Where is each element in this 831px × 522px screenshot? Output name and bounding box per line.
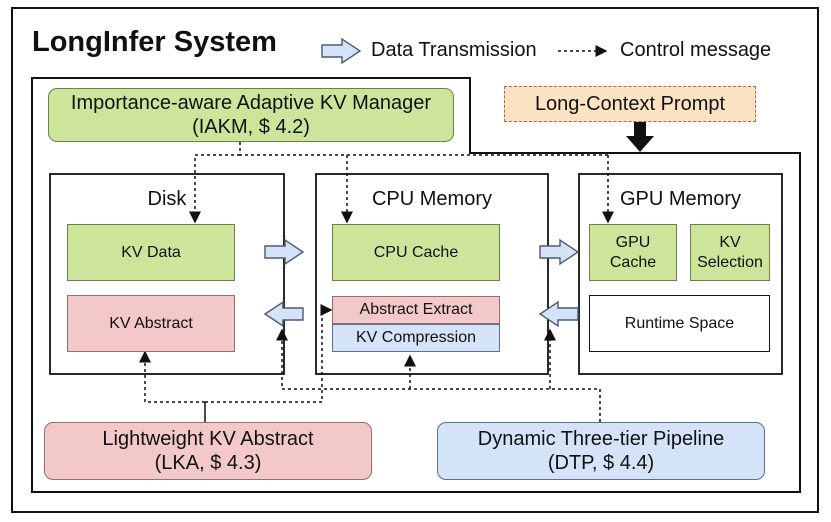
dtp-ref: (DTP, $ 4.4) (547, 452, 655, 474)
kv-selection-label-1: KV (719, 234, 741, 252)
abstract-extract-box: Abstract Extract (332, 296, 500, 324)
dtp-name: Dynamic Three-tier Pipeline (477, 428, 725, 450)
runtime-space-box: Runtime Space (589, 295, 770, 352)
disk-title: Disk (147, 188, 187, 210)
lka-name: Lightweight KV Abstract (102, 428, 314, 450)
iakm-ref: (IAKM, $ 4.2) (192, 116, 310, 138)
legend-data-arrow (321, 37, 362, 65)
gpu-to-cpu-arrow (538, 300, 579, 328)
runtime-space-label: Runtime Space (624, 314, 735, 332)
kv-abstract-box: KV Abstract (67, 295, 235, 352)
outer-frame (11, 7, 819, 513)
prompt-arrow (626, 122, 654, 152)
lka-to-abstract-extract-line (205, 304, 333, 403)
kv-selection-label-2: Selection (697, 253, 763, 271)
gpu-cache-box: GPU Cache (589, 224, 677, 281)
lka-ref: (LKA, $ 4.3) (154, 452, 262, 474)
cpu-cache-box: CPU Cache (332, 224, 500, 281)
system-title: LongInfer System (32, 26, 277, 58)
system-frame (31, 77, 801, 493)
iakm-name: Importance-aware Adaptive KV Manager (70, 92, 432, 114)
cpu-to-disk-arrow (263, 300, 304, 328)
lka-module: Lightweight KV Abstract (LKA, $ 4.3) (44, 422, 372, 480)
abstract-extract-label: Abstract Extract (359, 301, 473, 319)
dtp-module: Dynamic Three-tier Pipeline (DTP, $ 4.4) (437, 422, 765, 480)
dtp-to-disk-arrow-line (276, 328, 601, 422)
kv-selection-box: KV Selection (690, 224, 770, 281)
iakm-module: Importance-aware Adaptive KV Manager (IA… (48, 88, 454, 142)
prompt-label: Long-Context Prompt (534, 93, 726, 115)
cpu-cache-label: CPU Cache (373, 243, 459, 261)
gpu-cache-label-2: Cache (609, 253, 657, 271)
kv-abstract-label: KV Abstract (109, 314, 193, 332)
kv-data-box: KV Data (67, 224, 235, 281)
kv-compression-box: KV Compression (332, 324, 500, 352)
long-context-prompt-box: Long-Context Prompt (504, 86, 756, 122)
cpu-to-gpu-arrow (539, 238, 580, 266)
kv-data-label: KV Data (121, 243, 181, 261)
lka-to-kv-abstract-line (139, 350, 205, 403)
legend-control-message-label: Control message (620, 39, 772, 61)
gpu-cache-label-1: GPU (615, 234, 651, 252)
cpu-memory-title: CPU Memory (371, 188, 492, 210)
gpu-memory-title: GPU Memory (619, 188, 742, 210)
disk-to-cpu-arrow (264, 238, 305, 266)
kv-compression-label: KV Compression (355, 329, 477, 347)
legend-data-transmission-label: Data Transmission (371, 39, 537, 61)
iakm-to-disk-line (189, 154, 240, 224)
